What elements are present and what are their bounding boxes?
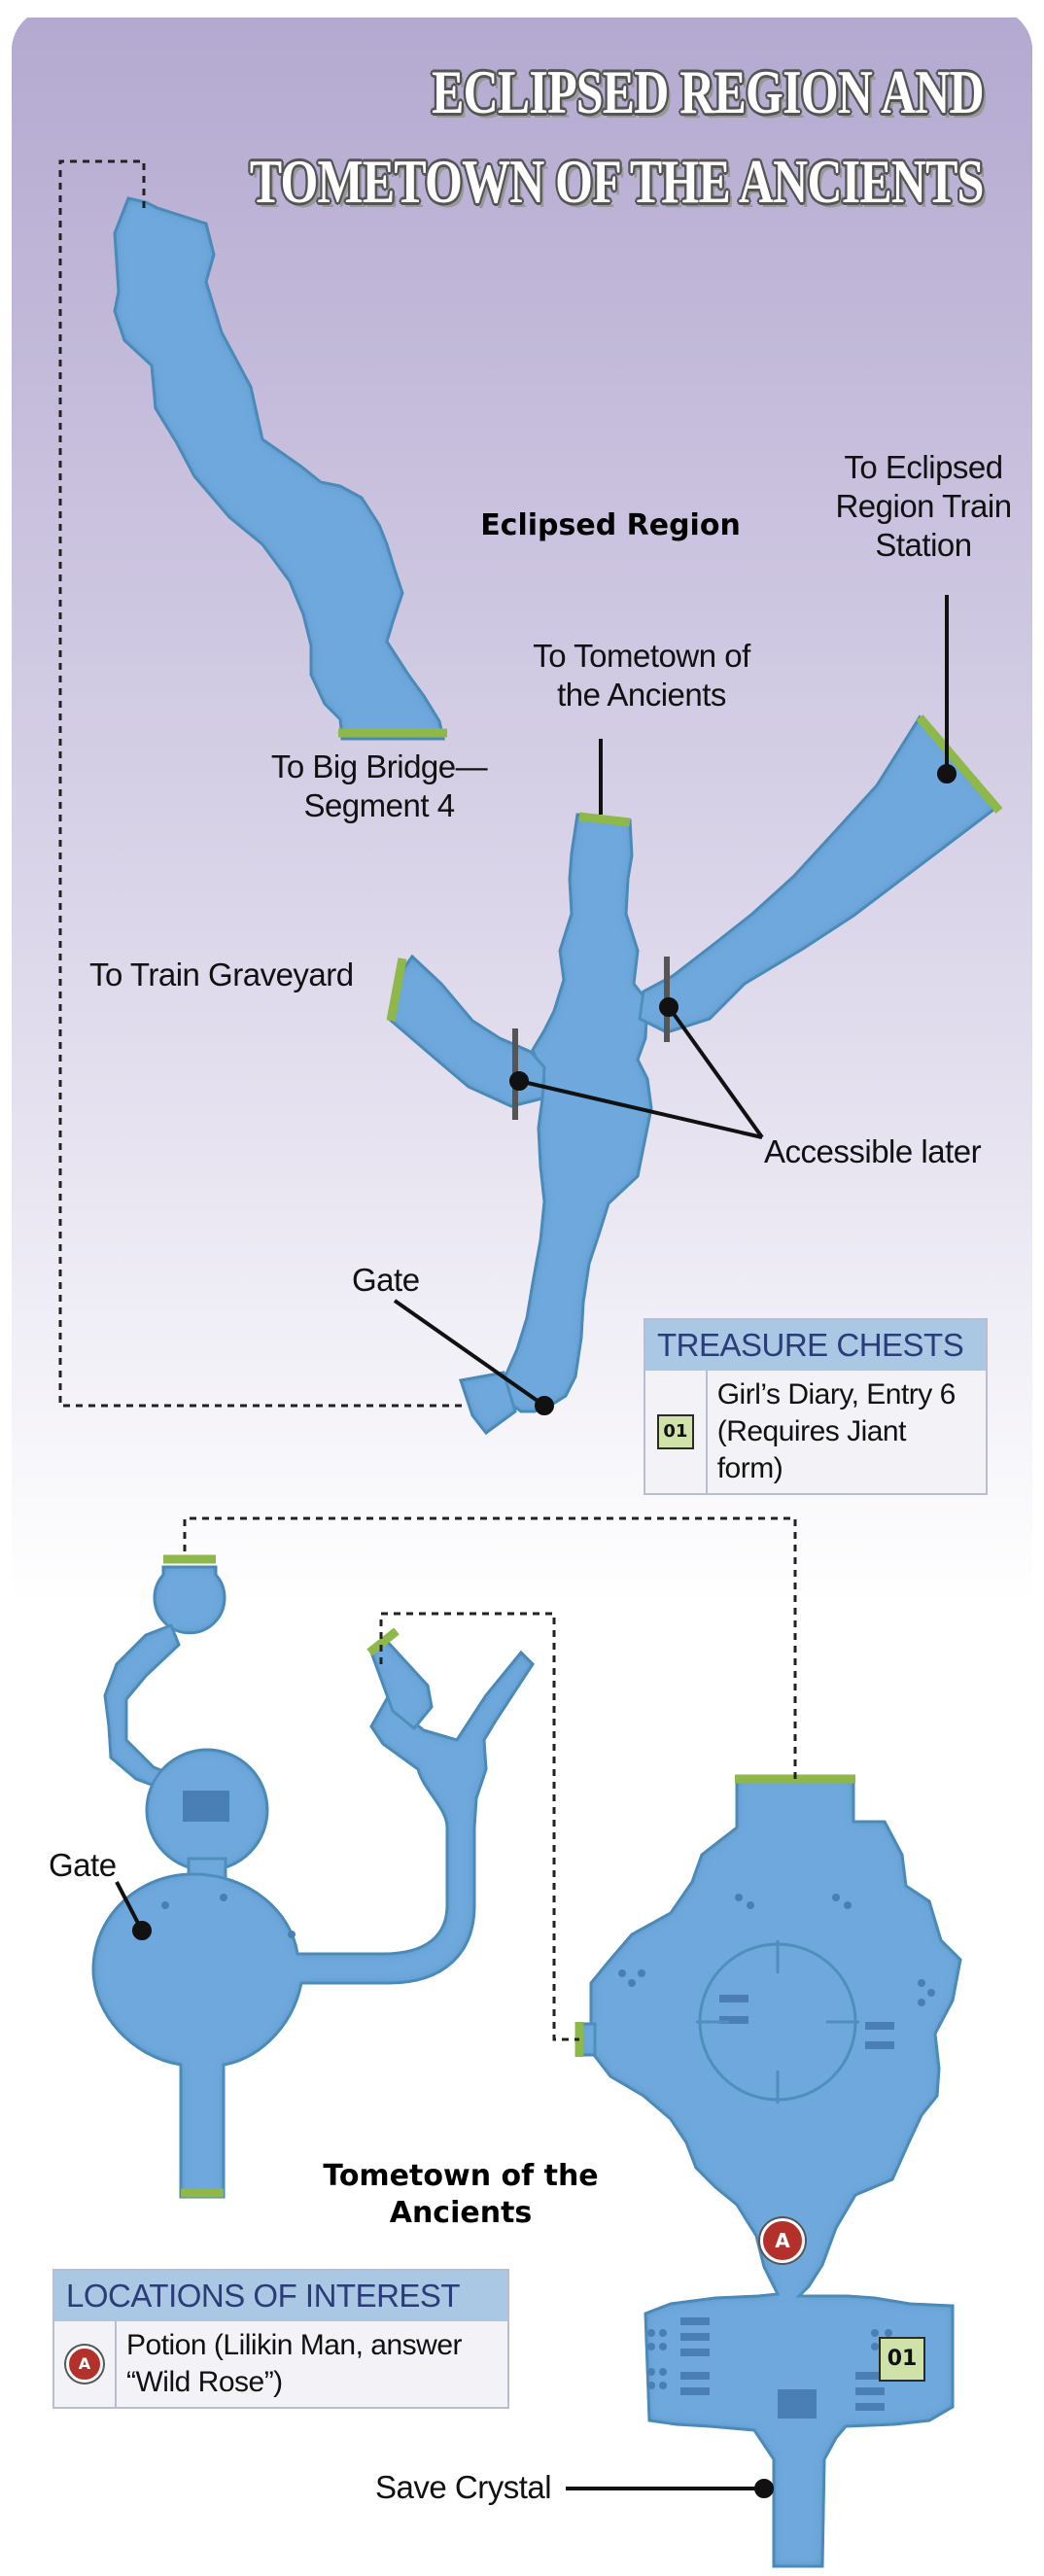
location-row: A Potion (Lilikin Man, answer “Wild Rose… [54, 2321, 507, 2407]
label-save-crystal: Save Crystal [375, 2469, 552, 2505]
dot-later-west [509, 1071, 529, 1091]
exit-northeast-branch [366, 1627, 400, 1656]
plaza-circle [696, 1940, 859, 2104]
leader-later-a [518, 1079, 763, 1139]
label-tometown-link-line-2: the Ancients [557, 677, 726, 713]
label-accessible-later: Accessible later [764, 1133, 982, 1169]
label-big-bridge-line-1: To Big Bridge— [270, 748, 488, 784]
location-line-2: “Wild Rose”) [126, 2366, 283, 2398]
location-line-1: Potion (Lilikin Man, answer [126, 2329, 463, 2361]
region-name-tometown-line-1: Tometown of the [323, 2159, 599, 2193]
location-marker-icon: A [66, 2346, 103, 2383]
connector-inner-link [379, 1612, 579, 2041]
room-east-branch [638, 714, 1000, 1034]
treasure-chests-legend: TREASURE CHESTS 01 Girl’s Diary, Entry 6… [644, 1318, 988, 1495]
label-big-bridge-line-2: Segment 4 [303, 787, 455, 823]
leader-later-b [667, 1005, 764, 1139]
bench-rows [680, 1995, 894, 2411]
room-grand-hall [589, 1777, 962, 2568]
label-tometown-link-line-1: To Tometown of [533, 638, 750, 674]
room-northwest-corridor [113, 196, 445, 741]
pedestal-lower [778, 2389, 817, 2419]
label-gate-lower: Gate [49, 1847, 117, 1883]
label-train-graveyard: To Train Graveyard [89, 957, 354, 992]
pedestal-upper [183, 1791, 229, 1822]
treasure-chest-line-2: (Requires Jiant form) [716, 1415, 907, 1484]
leader-gate-upper [393, 1299, 546, 1408]
pillar-dots [161, 1894, 935, 2389]
dot-later-east [659, 997, 679, 1017]
treasure-chests-header: TREASURE CHESTS [645, 1320, 986, 1371]
map-title-line-1: ECLIPSED REGION AND [432, 57, 984, 126]
label-train-station-line-1: To Eclipsed [844, 449, 1003, 485]
treasure-chest-line-1: Girl’s Diary, Entry 6 [716, 1378, 957, 1410]
connector-tometown-link [183, 1516, 797, 1779]
room-main-rotunda [91, 1650, 535, 2199]
treasure-chest-row: 01 Girl’s Diary, Entry 6 (Requires Jiant… [645, 1371, 986, 1493]
label-train-station-line-2: Region Train [835, 488, 1012, 524]
treasure-chest-marker-01-icon[interactable]: 01 [879, 2337, 925, 2382]
location-marker-a-icon[interactable]: A [760, 2218, 805, 2263]
exit-train-station [916, 714, 1003, 814]
connector-eclipsed-loop [58, 159, 467, 1408]
dot-gate-lower [132, 1921, 152, 1940]
exit-train-graveyard [386, 957, 407, 1022]
map-title-line-2: TOMETOWN OF THE ANCIENTS [250, 147, 985, 216]
label-train-station-line-3: Station [875, 527, 972, 563]
treasure-chest-marker-icon: 01 [656, 1414, 694, 1449]
room-north-alcove [153, 1565, 226, 1635]
region-name-eclipsed: Eclipsed Region [480, 508, 741, 542]
locations-of-interest-legend: LOCATIONS OF INTEREST A Potion (Lilikin … [52, 2269, 509, 2409]
dot-gate-upper [535, 1396, 554, 1415]
label-gate-upper: Gate [352, 1262, 420, 1298]
room-west-branch [387, 954, 546, 1108]
exit-tometown [578, 812, 631, 827]
dot-train-station [937, 764, 957, 783]
region-name-tometown-line-2: Ancients [389, 2196, 533, 2230]
locations-header: LOCATIONS OF INTEREST [54, 2271, 507, 2321]
dot-save-crystal [754, 2479, 774, 2498]
